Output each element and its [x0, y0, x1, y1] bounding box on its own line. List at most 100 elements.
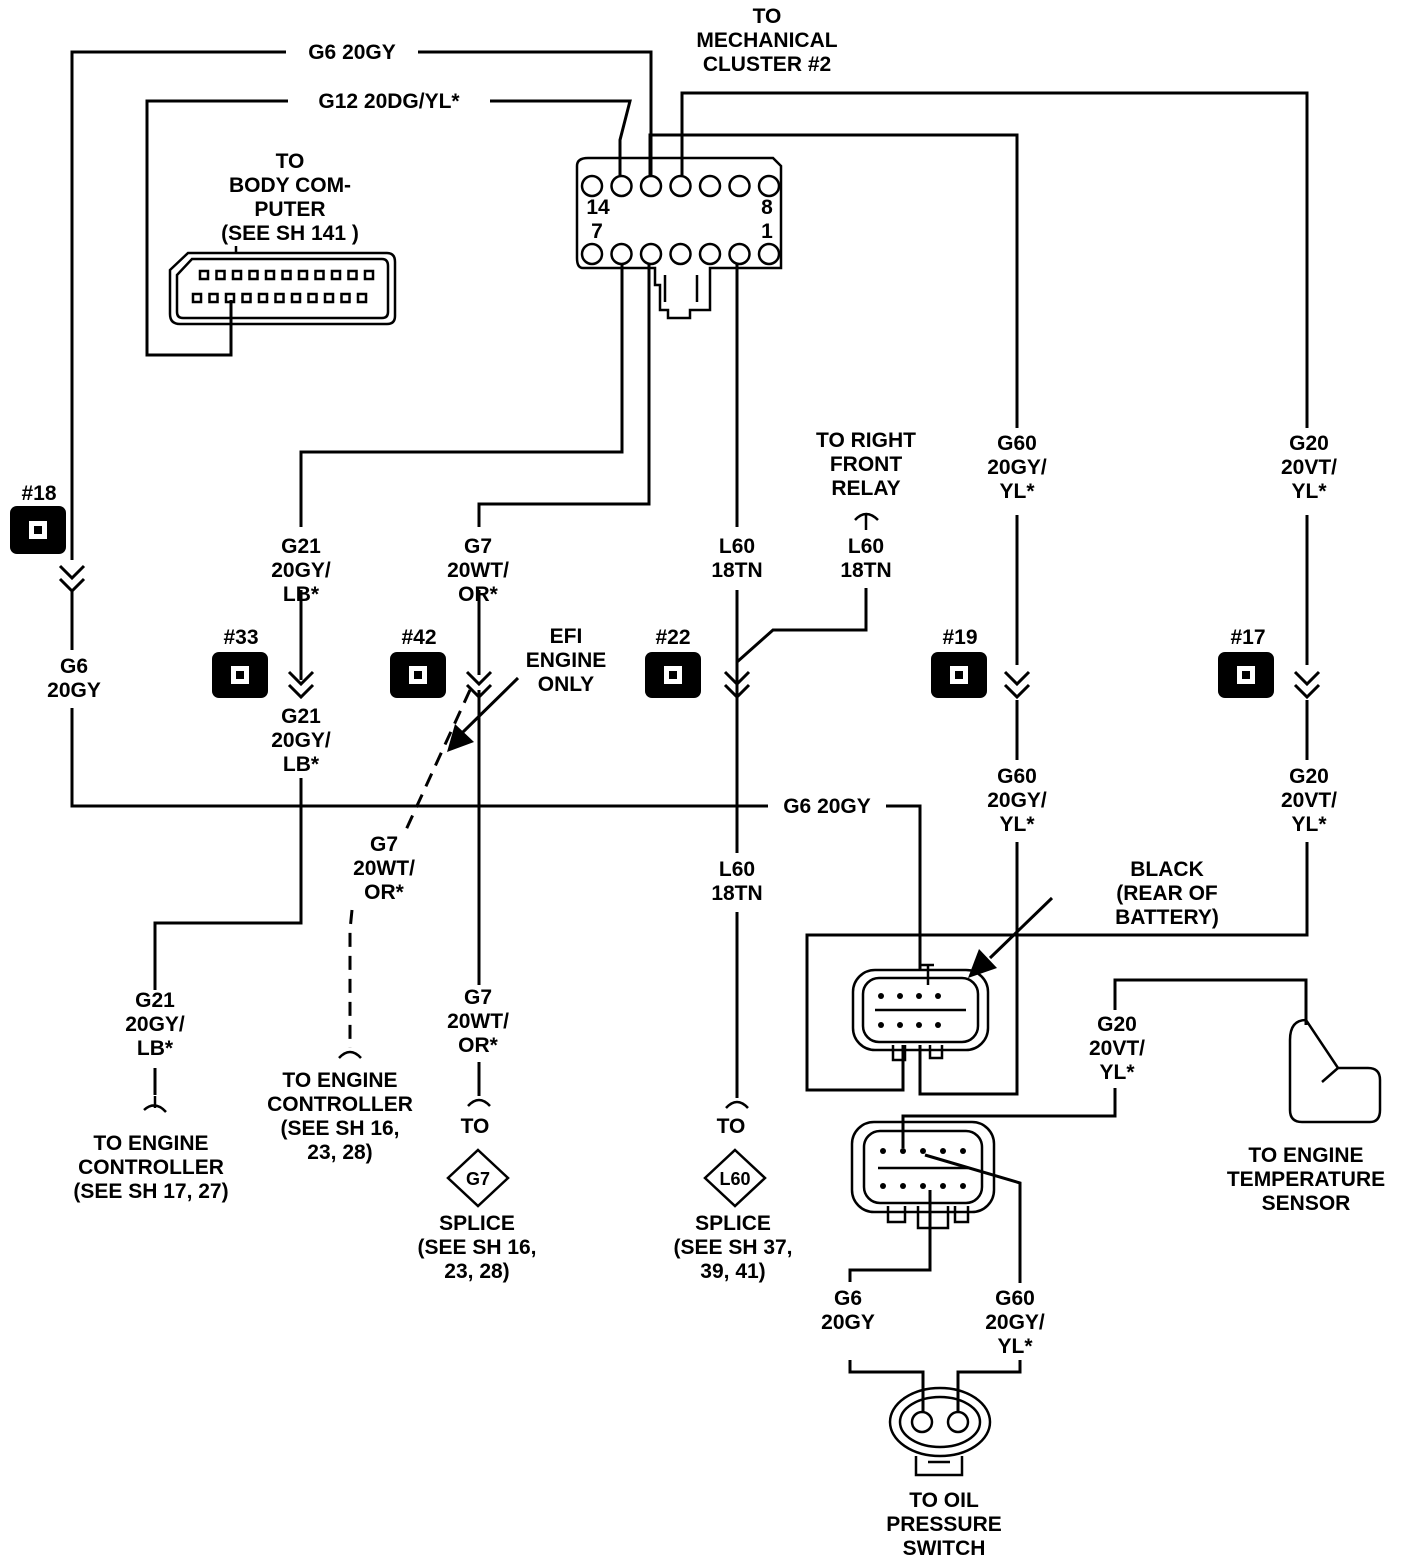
hook-l60	[725, 1100, 749, 1109]
battery-pin	[897, 1022, 903, 1028]
label: TO ENGINE	[1248, 1144, 1363, 1167]
body-pin	[198, 269, 210, 281]
label: ONLY	[538, 673, 594, 696]
chevron-g20	[1293, 670, 1321, 700]
battery-pin	[916, 993, 922, 999]
body-pin	[297, 269, 309, 281]
label: (SEE SH 141 )	[221, 222, 359, 245]
body-pin	[215, 269, 226, 281]
label: OR*	[458, 1034, 499, 1057]
label: MECHANICAL	[696, 29, 837, 52]
label: G20	[1097, 1013, 1137, 1036]
battery-pin	[878, 993, 884, 999]
label: YL*	[999, 480, 1035, 503]
body-pin	[257, 292, 269, 304]
connector-42-icon	[390, 652, 446, 698]
body-pin	[231, 269, 243, 281]
wire-g6-low	[848, 1190, 932, 1412]
wire-l60-relay	[736, 588, 868, 664]
body-pin	[323, 292, 335, 304]
wire-g20-mid	[805, 515, 1309, 1092]
label: PUTER	[254, 198, 325, 221]
label: G12 20DG/YL*	[318, 90, 460, 113]
label: 20GY/	[987, 789, 1047, 812]
label: 39, 41)	[700, 1260, 765, 1283]
body-pin	[208, 292, 219, 304]
label: (SEE SH 37,	[673, 1236, 792, 1259]
label: G20	[1289, 765, 1329, 788]
connector-id-boxes	[10, 506, 1274, 698]
label: LB*	[137, 1037, 174, 1060]
label: PRESSURE	[886, 1513, 1002, 1536]
label: TO	[753, 5, 782, 28]
label: 20GY/	[987, 456, 1047, 479]
chevron-g7	[465, 670, 493, 700]
label: BLACK	[1130, 858, 1204, 881]
label: OR*	[364, 881, 405, 904]
label: TO ENGINE	[93, 1132, 208, 1155]
label: 18TN	[840, 559, 891, 582]
label: YL*	[1099, 1061, 1135, 1084]
label: BATTERY)	[1115, 906, 1219, 929]
battery-connector	[851, 963, 990, 1062]
chevron-g21	[287, 670, 315, 700]
label: TO ENGINE	[282, 1069, 397, 1092]
label: TO RIGHT	[816, 429, 916, 452]
connector-id-label: #19	[942, 626, 977, 649]
hook-g21	[143, 1096, 167, 1113]
wire-g60-mid	[918, 515, 1019, 1096]
label: SWITCH	[903, 1537, 986, 1560]
body-pin	[274, 292, 285, 304]
connector-33-icon	[212, 652, 268, 698]
label: YL*	[997, 1335, 1033, 1358]
label: G21	[281, 705, 321, 728]
label: (REAR OF	[1116, 882, 1218, 905]
splice-id-label: L60	[719, 1169, 750, 1189]
pin-number: 7	[591, 220, 603, 243]
cluster-pin	[639, 242, 663, 266]
cluster-pin	[669, 174, 692, 198]
body-pin	[347, 269, 358, 281]
cluster-pin	[639, 174, 663, 198]
connector-id-label: #18	[21, 482, 56, 505]
temperature-sensor	[1288, 1018, 1382, 1124]
label: TO	[461, 1115, 490, 1138]
body-pin	[191, 292, 203, 304]
wire-g7-top	[477, 260, 651, 527]
body-computer-connector	[168, 246, 397, 326]
splice-l60-icon	[703, 1148, 767, 1208]
label: 20WT/	[353, 857, 415, 880]
wire-g20-temp	[1113, 978, 1308, 1025]
connector-id-label: #22	[655, 626, 690, 649]
label: 20WT/	[447, 559, 509, 582]
ten-pin-pin	[900, 1148, 906, 1154]
ten-pin-pin	[920, 1148, 926, 1154]
label: G7	[464, 535, 492, 558]
in-line-chevrons	[58, 564, 1321, 700]
battery-pin	[916, 1022, 922, 1028]
connector-17-icon	[1218, 652, 1274, 698]
connector-id-label: #33	[223, 626, 258, 649]
label: LB*	[283, 753, 320, 776]
label: G20	[1289, 432, 1329, 455]
body-pin	[281, 269, 292, 281]
cluster-pin	[698, 242, 722, 266]
label: 18TN	[711, 882, 762, 905]
label: TO OIL	[909, 1489, 979, 1512]
wire-g6-left	[70, 590, 922, 970]
label: 20GY	[47, 679, 101, 702]
hook-g7	[467, 1098, 491, 1107]
splice-g7-icon	[446, 1148, 510, 1208]
cluster-pin	[757, 174, 781, 198]
ten-pin-pin	[880, 1183, 886, 1189]
cluster-connector	[575, 156, 783, 320]
label: (SEE SH 16,	[280, 1117, 399, 1140]
label: G7	[370, 833, 398, 856]
connector-id-label: #17	[1230, 626, 1265, 649]
pin-number: 1	[761, 220, 773, 243]
ten-pin-connector	[850, 1120, 996, 1230]
wire-g60-low	[924, 1153, 1022, 1412]
label: CLUSTER #2	[703, 53, 831, 76]
label: L60	[848, 535, 884, 558]
body-pin	[356, 292, 368, 304]
